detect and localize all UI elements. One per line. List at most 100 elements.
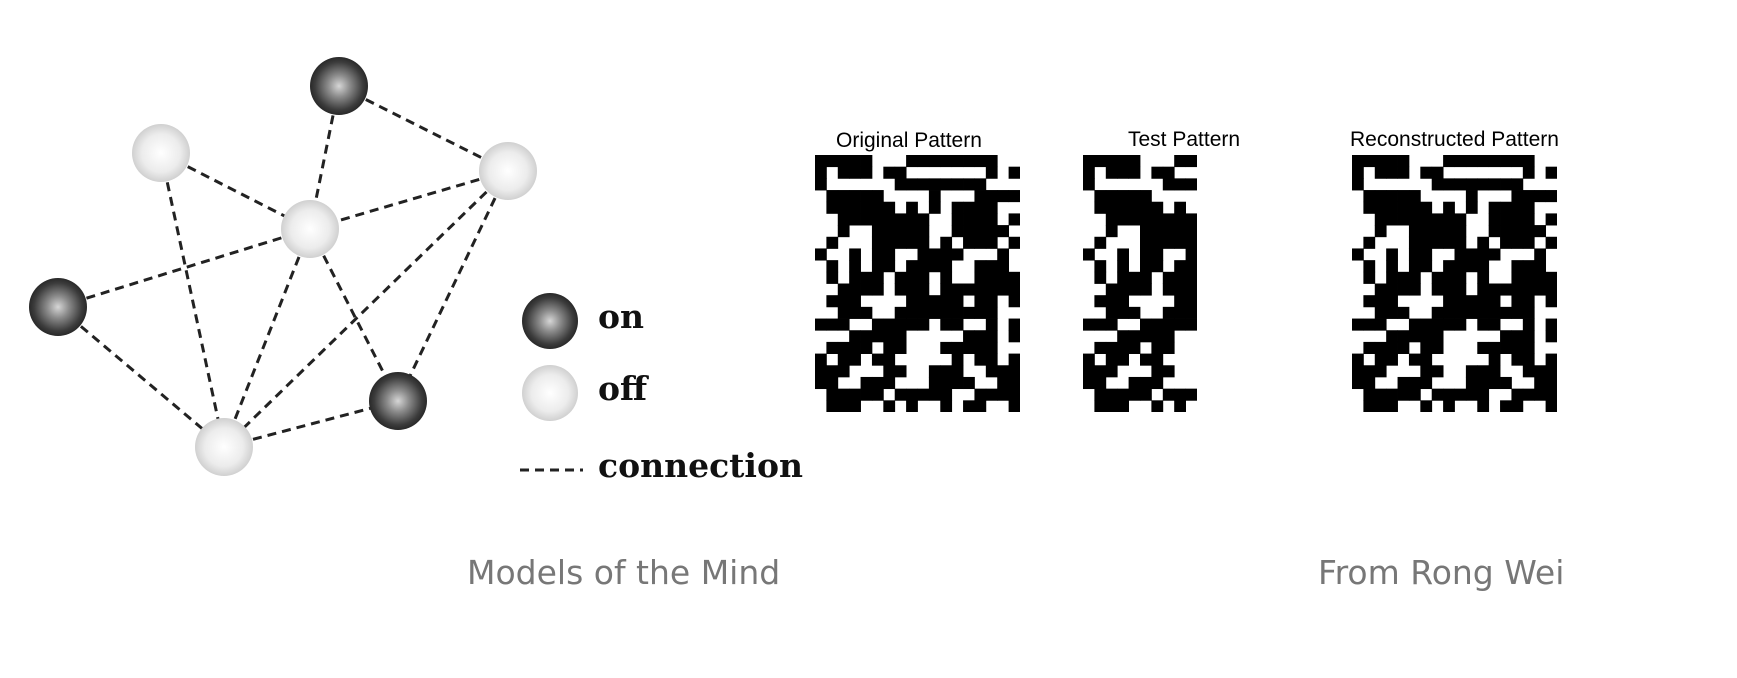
pattern-cell xyxy=(1511,330,1524,343)
pattern-cell xyxy=(815,178,827,191)
pattern-cell xyxy=(1185,178,1197,191)
pattern-cell xyxy=(1522,295,1535,308)
pattern-cell xyxy=(1500,283,1512,296)
pattern-cell xyxy=(1545,283,1557,296)
pattern-cell xyxy=(883,166,896,179)
pattern-cell xyxy=(1431,365,1444,378)
pattern-cell xyxy=(951,201,964,214)
pattern-cell xyxy=(974,388,987,401)
pattern-cell xyxy=(1431,318,1444,331)
pattern-cell xyxy=(1488,201,1501,214)
pattern-cell xyxy=(928,260,941,273)
pattern-cell xyxy=(1151,318,1164,331)
pattern-cell xyxy=(1008,190,1020,203)
pattern-cell xyxy=(906,260,918,273)
pattern-cell xyxy=(928,306,941,319)
pattern-cell xyxy=(1105,306,1118,319)
pattern-cell xyxy=(1174,178,1186,191)
pattern-cell xyxy=(928,155,941,168)
pattern-cell xyxy=(1008,166,1020,179)
pattern-cell xyxy=(1174,225,1186,238)
pattern-cell xyxy=(1454,260,1467,273)
pattern-cell xyxy=(826,236,839,249)
pattern-cell xyxy=(951,155,964,168)
pattern-cell xyxy=(1522,155,1535,168)
pattern-cell xyxy=(951,353,964,366)
pattern-cell xyxy=(1151,236,1164,249)
pattern-cell xyxy=(1443,236,1455,249)
pattern-cell xyxy=(1522,201,1535,214)
pattern-cell xyxy=(917,213,930,226)
connection-n3-n4 xyxy=(309,169,509,231)
pattern-cell xyxy=(940,260,953,273)
pattern-cell xyxy=(1420,330,1433,343)
pattern-cell xyxy=(826,341,839,354)
pattern-cell xyxy=(1374,225,1387,238)
pattern-cell xyxy=(997,271,1010,284)
pattern-cell xyxy=(1363,365,1376,378)
pattern-cell xyxy=(951,248,964,261)
pattern-cell xyxy=(1408,248,1421,261)
pattern-cell xyxy=(837,166,850,179)
pattern-cell xyxy=(1454,155,1467,168)
pattern-cell xyxy=(940,341,953,354)
pattern-cell xyxy=(1545,295,1557,308)
pattern-cell xyxy=(1140,353,1152,366)
pattern-cell xyxy=(1500,400,1512,412)
pattern-cell xyxy=(1465,248,1478,261)
pattern-cell xyxy=(940,155,953,168)
pattern-cell xyxy=(1151,353,1164,366)
pattern-cell xyxy=(1117,295,1129,308)
pattern-cell xyxy=(1397,190,1410,203)
pattern-cell xyxy=(1374,306,1387,319)
pattern-cell xyxy=(849,190,861,203)
pattern-cell xyxy=(1117,248,1129,261)
pattern-cell xyxy=(826,388,839,401)
pattern-cell xyxy=(871,353,884,366)
pattern-cell xyxy=(985,330,998,343)
pattern-cell xyxy=(894,178,907,191)
pattern-cell xyxy=(1477,236,1490,249)
pattern-cell xyxy=(974,225,987,238)
pattern-cell xyxy=(1477,306,1490,319)
pattern-cell xyxy=(1522,166,1535,179)
pattern-cell xyxy=(1477,318,1490,331)
pattern-cell xyxy=(1477,271,1490,284)
pattern-cell xyxy=(940,236,953,249)
pattern-cell xyxy=(1488,318,1501,331)
pattern-cell xyxy=(1094,271,1107,284)
pattern-cell xyxy=(1386,306,1398,319)
pattern-cell xyxy=(1500,155,1512,168)
pattern-cell xyxy=(1397,330,1410,343)
pattern-cell xyxy=(1420,213,1433,226)
pattern-cell xyxy=(894,318,907,331)
pattern-cell xyxy=(1162,341,1175,354)
pattern-cell xyxy=(1151,166,1164,179)
pattern-cell xyxy=(1477,341,1490,354)
pattern-cell xyxy=(849,353,861,366)
pattern-cell xyxy=(1151,341,1164,354)
pattern-cell xyxy=(1363,376,1376,390)
pattern-cell xyxy=(1185,248,1197,261)
pattern-cell xyxy=(849,295,861,308)
pattern-cell xyxy=(1083,365,1095,378)
pattern-cell xyxy=(997,283,1010,296)
pattern-cell xyxy=(974,330,987,343)
pattern-cell xyxy=(951,376,964,390)
pattern-cell xyxy=(1185,318,1197,331)
pattern-cell xyxy=(1500,236,1512,249)
pattern-cell xyxy=(1488,155,1501,168)
pattern-cell xyxy=(1545,365,1557,378)
legend-connection-label: connection xyxy=(598,446,803,485)
pattern-cell xyxy=(940,318,953,331)
pattern-cell xyxy=(1094,400,1107,412)
pattern-cell xyxy=(860,341,873,354)
node-n1-on xyxy=(310,57,368,115)
pattern-cell xyxy=(1465,365,1478,378)
pattern-cell xyxy=(1408,318,1421,331)
pattern-cell xyxy=(849,271,861,284)
pattern-cell xyxy=(974,306,987,319)
pattern-cell xyxy=(883,341,896,354)
pattern-cell xyxy=(849,248,861,261)
pattern-cell xyxy=(1488,248,1501,261)
